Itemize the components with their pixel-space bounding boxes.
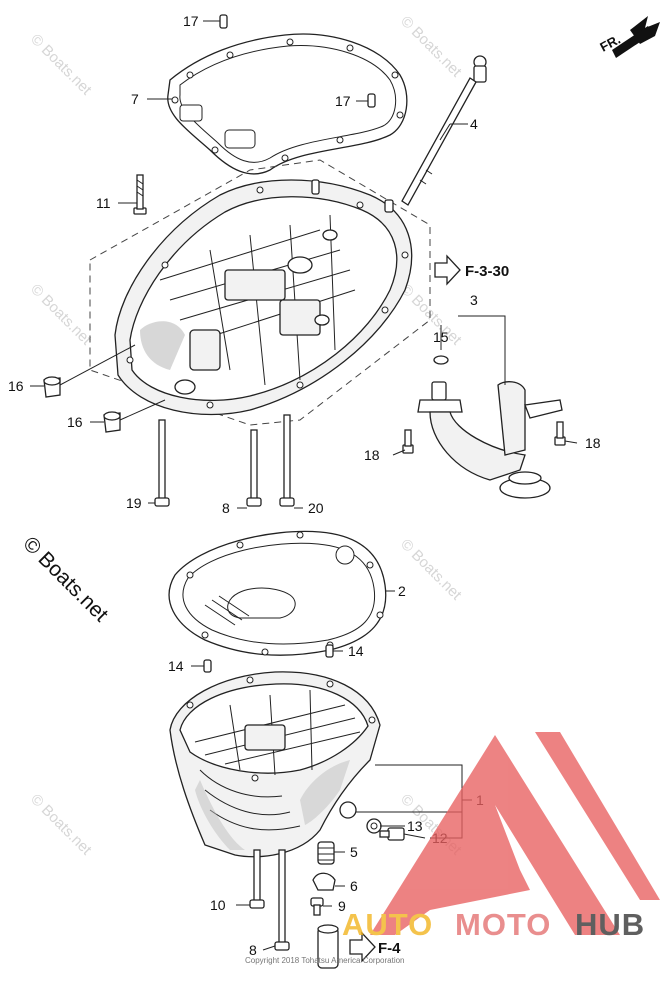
callout-label: 2	[398, 583, 406, 599]
callout-label: 19	[126, 495, 142, 511]
callout-label: 11	[96, 195, 111, 211]
bolt	[554, 421, 566, 446]
automotohub-logo: AUTO MOTO HUB	[342, 732, 660, 942]
oil-dipstick	[401, 55, 487, 206]
callout-label: 3	[470, 292, 478, 308]
callout-label: 7	[131, 91, 139, 107]
reference-link[interactable]: F-3-30	[465, 263, 509, 280]
callout-label: 17	[183, 13, 199, 29]
callout-label: 10	[210, 897, 226, 913]
bolt	[310, 897, 324, 916]
long-bolt	[246, 429, 262, 507]
oil-pipe	[317, 924, 339, 969]
callout-label: 17	[335, 93, 351, 109]
watermark: © Boats.net	[397, 281, 465, 349]
watermark: © Boats.net	[27, 31, 95, 99]
callout-label: 20	[308, 500, 324, 516]
dowel-pin	[325, 644, 334, 658]
watermark: © Boats.net	[397, 13, 465, 81]
oil-pan-adapter	[114, 179, 413, 416]
callout-label: 18	[364, 447, 380, 463]
spring	[317, 841, 335, 865]
long-bolt	[274, 849, 290, 951]
upper-gasket	[167, 33, 408, 175]
callout-label: 15	[433, 329, 449, 345]
bracket	[312, 872, 336, 891]
logo-triangle-icon	[370, 735, 620, 935]
front-direction-indicator: FR.	[597, 16, 660, 58]
oil-pan	[169, 671, 381, 858]
watermark: © Boats.net	[397, 536, 465, 604]
bolt	[402, 429, 414, 454]
copyright-text: Copyright 2018 Tohatsu America Corporati…	[245, 956, 405, 965]
long-bolt	[279, 414, 295, 507]
callout-label: 9	[338, 898, 346, 914]
callout-label: 16	[8, 378, 24, 394]
reference-arrow-upper[interactable]: F-3-30	[434, 254, 509, 286]
outline-arrow-icon	[349, 931, 376, 963]
logo-word-auto: AUTO	[342, 907, 433, 942]
callout-label: 13	[407, 818, 423, 834]
logo-word-hub: HUB	[575, 907, 645, 942]
callout-label: 16	[67, 414, 83, 430]
lower-gasket	[168, 530, 387, 656]
callout-label: 6	[350, 878, 358, 894]
watermark-large: © Boats.net	[18, 532, 112, 626]
reference-arrow-lower[interactable]: F-4	[349, 931, 401, 963]
callout-label: 4	[470, 116, 478, 132]
callout-label: 14	[168, 658, 184, 674]
dowel-pin	[367, 93, 376, 108]
leader-lines	[30, 20, 578, 951]
dowel-pin	[219, 14, 228, 29]
callout-label: 8	[222, 500, 230, 516]
outline-arrow-icon	[434, 254, 461, 286]
watermark: © Boats.net	[27, 281, 95, 349]
callouts: 17 7 17 4 11 3 15 16 16 18 18 19 8 20 2 …	[8, 13, 601, 958]
reference-link[interactable]: F-4	[378, 940, 401, 957]
bolt	[133, 174, 147, 215]
callout-label: 14	[348, 643, 364, 659]
oil-strainer	[417, 355, 563, 499]
watermark: © Boats.net	[27, 791, 95, 859]
drain-plug	[103, 411, 121, 433]
callout-label: 5	[350, 844, 358, 860]
logo-word-moto: MOTO	[455, 907, 551, 942]
long-bolt	[249, 849, 265, 909]
long-bolt	[154, 419, 170, 507]
callout-label: 18	[585, 435, 601, 451]
drain-bolt	[379, 827, 405, 841]
callout-label: 8	[249, 942, 257, 958]
drain-plug	[43, 376, 61, 398]
dowel-pin	[203, 659, 212, 673]
